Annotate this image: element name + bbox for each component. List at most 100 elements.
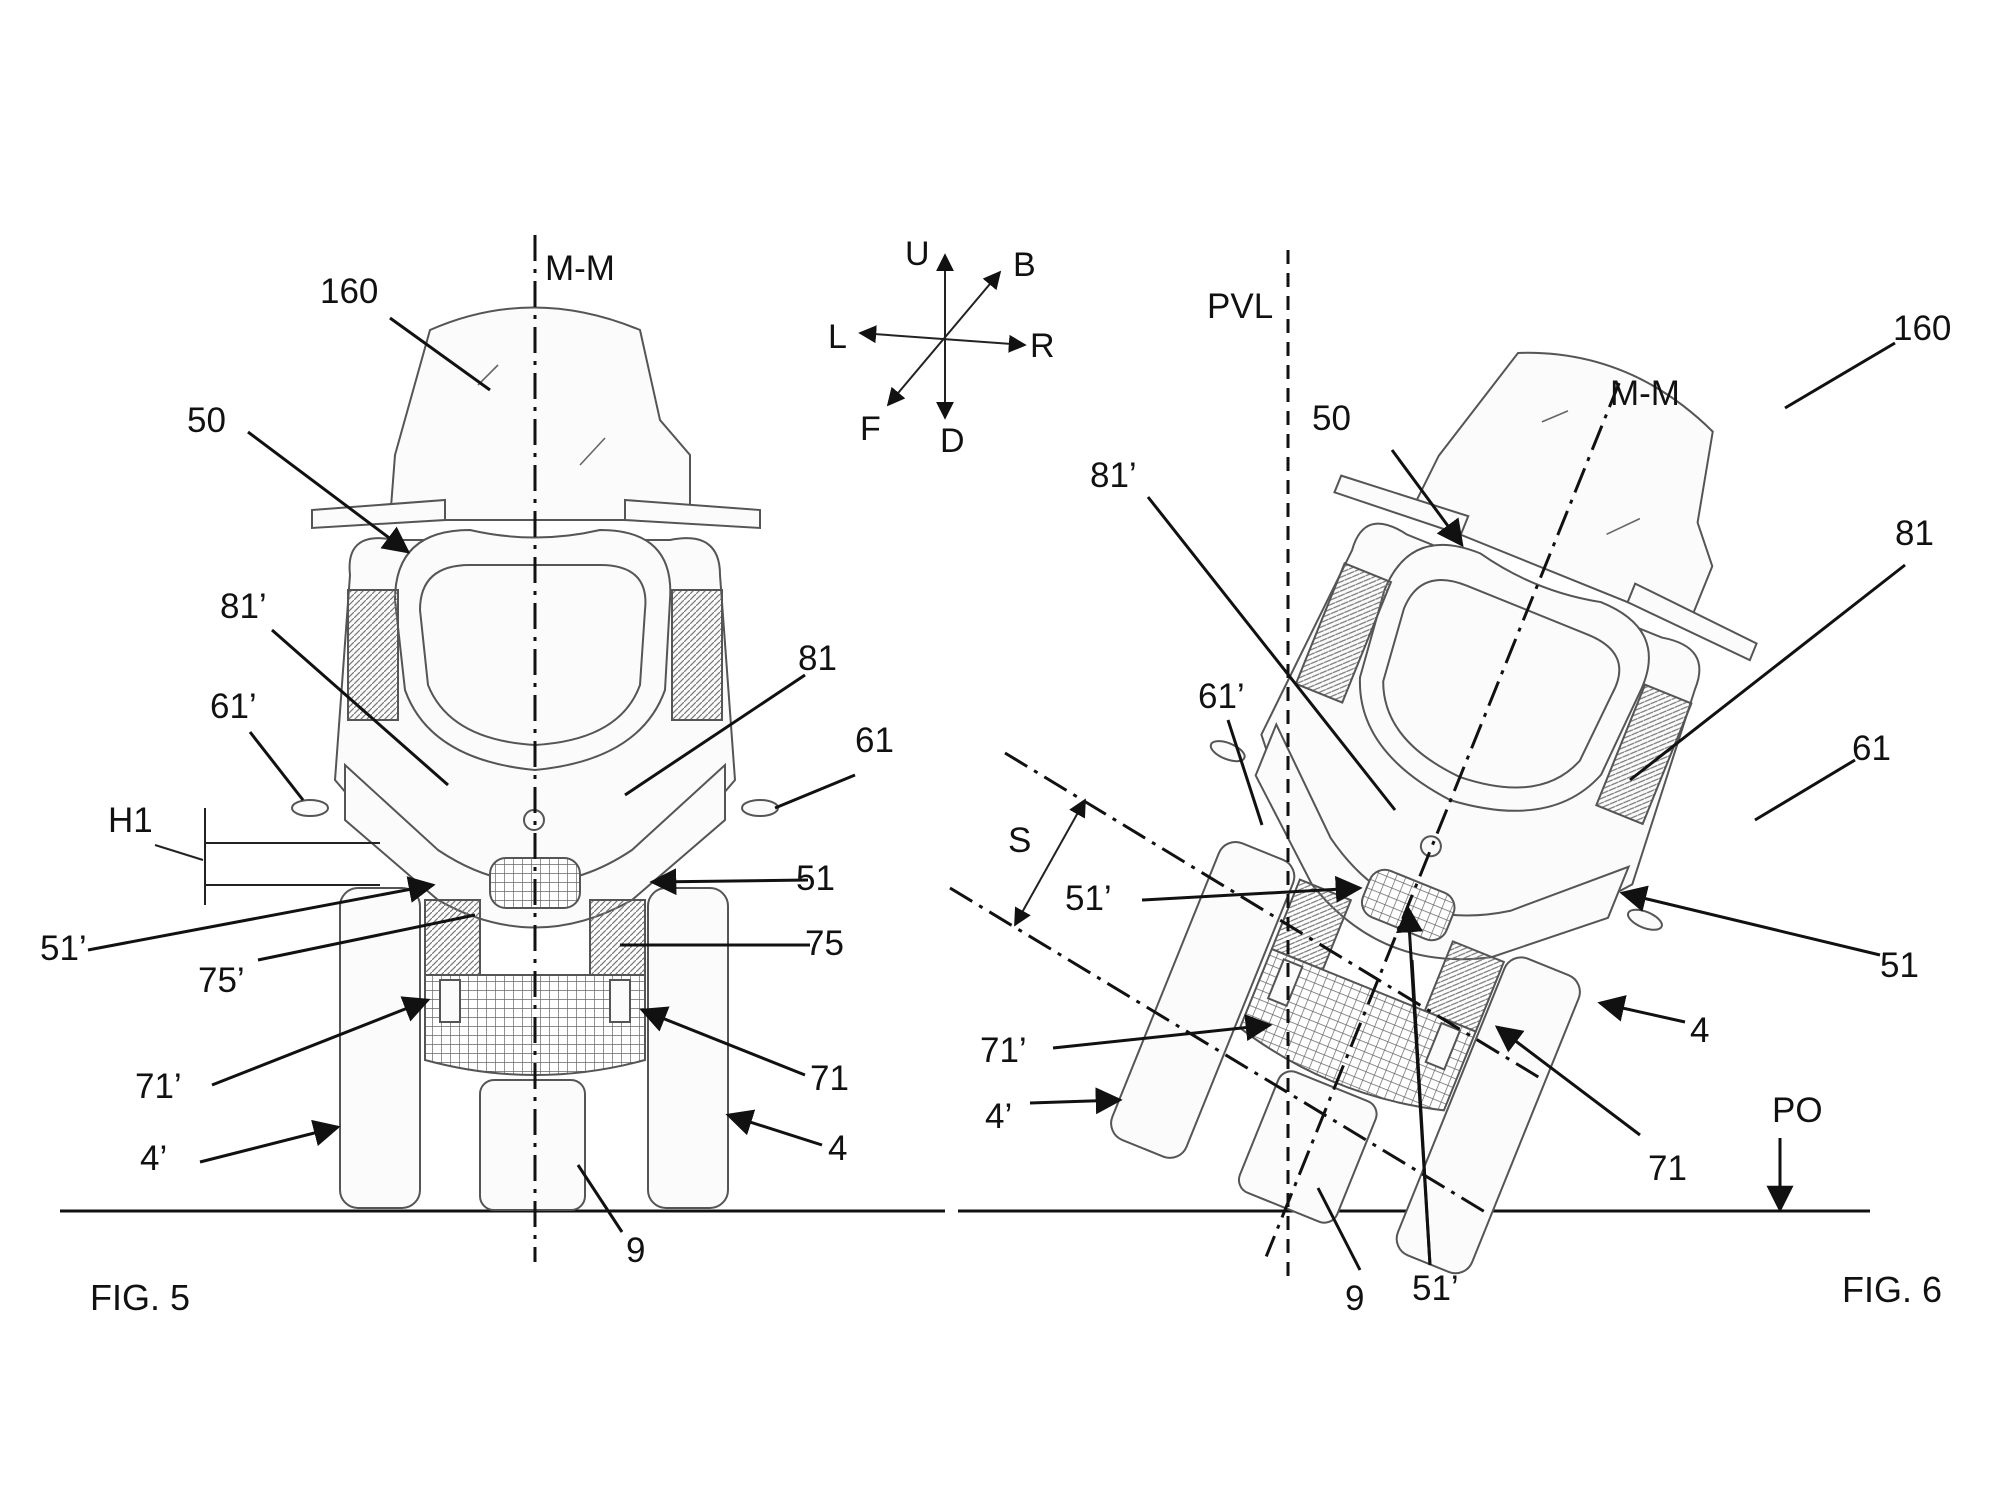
fig5-label-h1: H1: [108, 801, 153, 840]
fig6-label-mm: M-M: [1610, 374, 1680, 413]
fig5-label-81p: 81’: [220, 587, 267, 626]
fig6-label-61p: 61’: [1198, 677, 1245, 716]
fig5-leader-61: [774, 773, 856, 810]
fig5-label-71: 71: [810, 1059, 849, 1098]
fig6-label-81p: 81’: [1090, 456, 1137, 495]
fig6-axis-mm: [1264, 382, 1621, 1257]
fig6-label-81: 81: [1895, 514, 1934, 553]
fig5-suspension-left: [424, 899, 481, 976]
fig6-wheel-right: [1395, 956, 1581, 1275]
fig5-label-160: 160: [320, 272, 378, 311]
fig5-headlight-lens: [418, 564, 647, 747]
fig5-leader-81p: [271, 628, 449, 787]
fig6-indicator-right: [1626, 908, 1663, 931]
fig5-label-81: 81: [798, 639, 837, 678]
fig6-mount-right: [1424, 1021, 1462, 1071]
fig6-label-61: 61: [1852, 729, 1891, 768]
fig6-side-panel-left: [1294, 561, 1393, 704]
fig6-label-4p: 4’: [985, 1097, 1012, 1136]
fig5-windshield-mark: [579, 437, 606, 466]
fig5-windshield-mark: [477, 364, 499, 386]
fig5-label-51: 51: [796, 859, 835, 898]
fig6-wheel-rear: [1237, 1070, 1378, 1224]
fig6-label-71: 71: [1648, 1149, 1687, 1188]
fig5-group: 160 M-M 50 81’ 81 61’ 61 H1 51 51’ 75 75…: [40, 235, 945, 1318]
compass-label-l: L: [828, 318, 847, 356]
fig6-label-pvl: PVL: [1207, 287, 1273, 326]
fig5-leader-51: [649, 868, 809, 896]
compass-label-f: F: [860, 410, 881, 448]
fig6-mount-left: [1266, 958, 1304, 1008]
fig5-wheel-rear: [479, 1079, 586, 1211]
fig6-windshield-mark: [1541, 410, 1569, 423]
fig6-leader-51: [1619, 885, 1881, 957]
fig5-label-51p: 51’: [40, 929, 87, 968]
fig5-label-mm: M-M: [545, 249, 615, 288]
fig6-label-4: 4: [1690, 1011, 1709, 1050]
fig5-label-9: 9: [626, 1231, 645, 1270]
compass-label-u: U: [905, 235, 930, 273]
fig5-label-50: 50: [187, 401, 226, 440]
fig6-tilted-vehicle: [1110, 351, 1758, 1275]
fig5-suspension-right: [589, 899, 646, 976]
fig6-s-line-lower: [949, 886, 1491, 1217]
fig6-handlebar-right: [1626, 582, 1758, 662]
fig6-title: FIG. 6: [1842, 1269, 1942, 1310]
fig5-mount-left: [439, 979, 461, 1023]
fig5-leader-61p: [248, 731, 305, 801]
fig6-group: PVL 160 M-M 50 81’ 81 61’ 61 S 51’ 51 71…: [949, 250, 1951, 1318]
fig6-leader-81: [1629, 563, 1906, 782]
fig5-label-4p: 4’: [140, 1139, 167, 1178]
fig5-label-75: 75: [805, 924, 844, 963]
fig6-label-160: 160: [1893, 309, 1951, 348]
fig6-label-71p: 71’: [980, 1031, 1027, 1070]
fig5-indicator-left: [291, 799, 329, 817]
fig5-label-71p: 71’: [135, 1067, 182, 1106]
fig5-leader-71p: [211, 996, 431, 1087]
fig6-indicator-left: [1209, 740, 1246, 763]
compass-diagonal-axis: [886, 270, 1002, 407]
fig5-side-panel-right: [671, 589, 723, 721]
fig5-mount-right: [609, 979, 631, 1023]
fig5-leader-9: [576, 1164, 624, 1233]
fig6-leader-4: [1597, 995, 1686, 1024]
fig6-leader-71: [1494, 1025, 1641, 1137]
fig5-leader-4: [725, 1109, 823, 1147]
fig6-leader-50: [1390, 449, 1464, 548]
fig6-leader-61: [1754, 758, 1856, 822]
fig5-label-4: 4: [828, 1129, 847, 1168]
fig6-leader-81p: [1146, 496, 1397, 811]
fig5-h1-leader: [154, 844, 204, 861]
fig5-handlebar-left: [311, 498, 446, 530]
fig6-headlight-lens: [1382, 579, 1621, 789]
fig6-label-50: 50: [1312, 399, 1351, 438]
fig6-label-51p-top: 51’: [1065, 879, 1112, 918]
fig6-leader-160: [1784, 341, 1896, 410]
fig6-leader-61p: [1226, 719, 1264, 826]
fig5-leader-160: [389, 316, 491, 392]
fig5-wheel-left: [339, 887, 421, 1209]
fig6-leader-51p-top: [1141, 875, 1363, 903]
direction-compass: U B L R F D: [828, 235, 1055, 460]
fig5-leader-75p: [257, 913, 476, 962]
fig6-leader-9: [1316, 1187, 1362, 1271]
fig6-label-9: 9: [1345, 1279, 1364, 1318]
fig5-wheel-right: [647, 887, 729, 1209]
compass-label-d: D: [940, 422, 965, 460]
fig5-handlebar-right: [624, 498, 761, 530]
fig5-leader-71: [639, 1006, 806, 1077]
fig5-label-61: 61: [855, 721, 894, 760]
fig5-title: FIG. 5: [90, 1277, 190, 1318]
compass-label-b: B: [1013, 246, 1036, 284]
fig5-leader-81: [624, 673, 806, 797]
fig6-s-dimension: [1014, 798, 1086, 927]
fig6-windshield-mark: [1606, 517, 1641, 536]
compass-label-r: R: [1030, 327, 1055, 365]
fig5-side-panel-left: [347, 589, 399, 721]
fig5-leader-51p: [87, 876, 436, 952]
fig6-label-po: PO: [1772, 1091, 1823, 1130]
fig5-indicator-right: [741, 799, 779, 817]
fig6-windshield: [1408, 351, 1714, 628]
fig5-label-61p: 61’: [210, 687, 257, 726]
